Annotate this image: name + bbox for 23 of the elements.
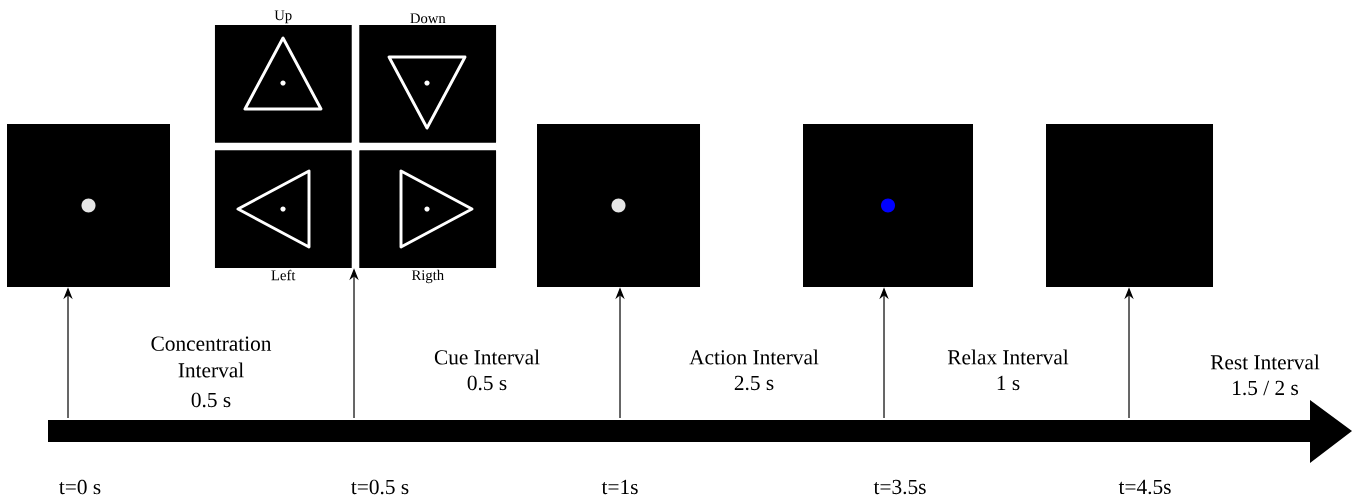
fixation-screen xyxy=(803,124,973,287)
screen-label: Up xyxy=(274,10,292,24)
time-label: t=0.5 s xyxy=(351,479,409,495)
time-label: t=3.5s xyxy=(873,479,926,495)
time-label: t=0 s xyxy=(59,479,101,495)
interval-label: 1 s xyxy=(997,375,1020,391)
fixation-screen xyxy=(7,124,170,287)
fixation-screen xyxy=(537,124,700,287)
interval-label: 0.5 s xyxy=(467,375,507,391)
interval-label: 1.5 / 2 s xyxy=(1233,380,1298,396)
interval-label: Action Interval xyxy=(689,349,819,365)
screen-label: Rigth xyxy=(411,269,444,284)
interval-label: 0.5 s xyxy=(191,392,231,408)
interval-label: Rest Interval xyxy=(1210,354,1320,370)
time-label: t=4.5s xyxy=(1118,479,1171,495)
interval-label: 2.5 s xyxy=(734,375,774,391)
time-label: t=1s xyxy=(601,479,638,495)
interval-label: Relax Interval xyxy=(947,349,1069,365)
screen-label: Down xyxy=(410,13,446,24)
screen-label: Left xyxy=(271,269,296,281)
blank-screen xyxy=(1046,124,1213,287)
interval-label: Concentration Interval xyxy=(151,336,272,378)
interval-label: Cue Interval xyxy=(434,349,540,365)
